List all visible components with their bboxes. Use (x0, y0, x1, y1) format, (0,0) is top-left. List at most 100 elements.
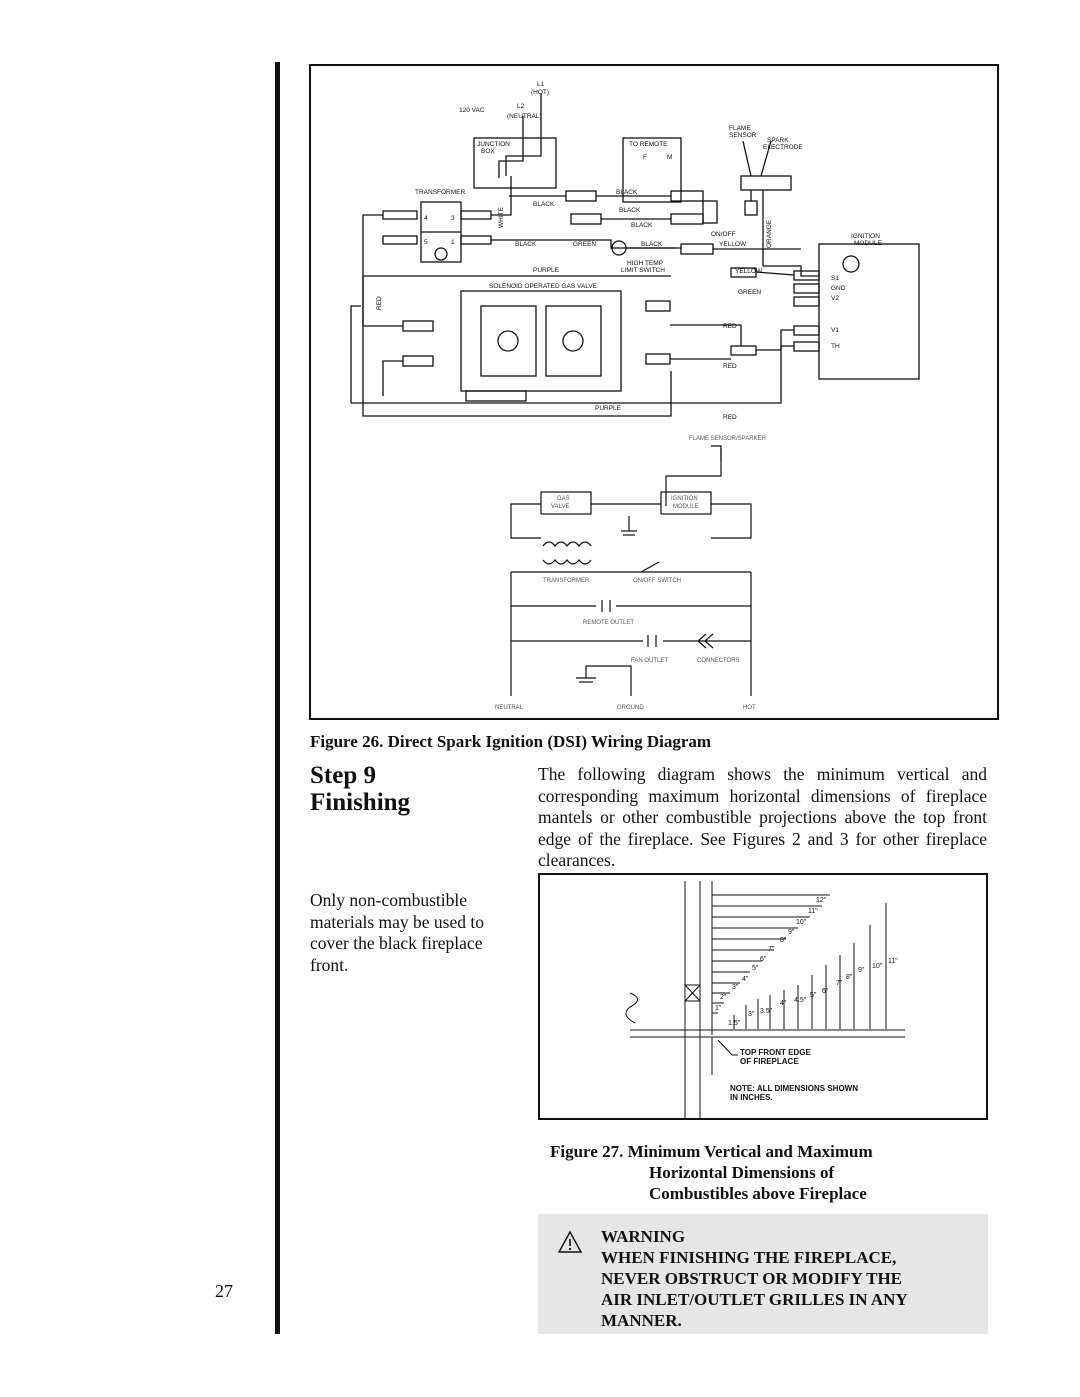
figure27-caption-line2: Horizontal Dimensions of (649, 1163, 835, 1182)
svg-text:GREEN: GREEN (738, 289, 761, 296)
svg-text:FLAME: FLAME (729, 125, 751, 132)
svg-text:L2: L2 (517, 103, 525, 110)
svg-text:JUNCTION: JUNCTION (477, 141, 510, 148)
svg-text:BLACK: BLACK (515, 241, 537, 248)
margin-rule (275, 62, 280, 1334)
svg-text:ON/OFF: ON/OFF (711, 231, 736, 238)
warning-line4: MANNER. (601, 1311, 682, 1330)
svg-text:NOTE: ALL DIMENSIONS SHOWN: NOTE: ALL DIMENSIONS SHOWN (730, 1084, 858, 1093)
svg-text:9": 9" (858, 967, 865, 974)
figure27-caption-line3: Combustibles above Fireplace (649, 1184, 867, 1203)
svg-text:120 VAC: 120 VAC (459, 107, 485, 114)
step-number: Step 9 (310, 762, 376, 789)
svg-text:(HOT): (HOT) (531, 89, 549, 96)
svg-text:BLACK: BLACK (631, 222, 653, 229)
svg-text:8": 8" (846, 974, 853, 981)
svg-text:FLAME SENSOR/SPARKER: FLAME SENSOR/SPARKER (689, 436, 767, 442)
svg-text:RED: RED (723, 414, 737, 421)
svg-text:10": 10" (872, 963, 883, 970)
svg-text:TRANSFORMER: TRANSFORMER (415, 189, 466, 196)
warning-box: WARNING WHEN FINISHING THE FIREPLACE, NE… (538, 1214, 988, 1334)
clearance-diagram-svg: 12" 11" 10" 9" 8" 7" 6" 5" 4" 3" 2" 1" 1… (625, 881, 905, 1118)
step-title: Finishing (310, 789, 411, 816)
svg-text:5": 5" (810, 992, 817, 999)
svg-text:S1: S1 (831, 275, 839, 282)
svg-text:11": 11" (808, 908, 818, 915)
svg-text:IN INCHES.: IN INCHES. (730, 1093, 773, 1102)
svg-text:9": 9" (788, 929, 795, 936)
figure27-caption-line1: Figure 27. Minimum Vertical and Maximum (550, 1142, 873, 1161)
svg-text:V1: V1 (831, 327, 839, 334)
warning-line2: NEVER OBSTRUCT OR MODIFY THE (601, 1269, 903, 1288)
svg-text:(NEUTRAL): (NEUTRAL) (507, 113, 542, 120)
wiring-diagram-figure: L1 (HOT) 120 VAC L2 (NEUTRAL) JUNCTION B… (309, 64, 999, 720)
svg-text:RED: RED (723, 323, 737, 330)
svg-text:1: 1 (451, 239, 455, 246)
svg-text:BLACK: BLACK (616, 189, 638, 196)
svg-text:MODULE: MODULE (854, 240, 882, 247)
svg-text:4": 4" (742, 976, 749, 983)
svg-text:7": 7" (836, 980, 843, 987)
svg-text:ORANGE: ORANGE (766, 219, 773, 248)
svg-text:5": 5" (752, 965, 759, 972)
svg-text:2": 2" (720, 994, 727, 1001)
svg-text:VALVE: VALVE (551, 504, 569, 510)
svg-text:5: 5 (424, 239, 428, 246)
svg-text:11": 11" (888, 958, 898, 965)
warning-line3: AIR INLET/OUTLET GRILLES IN ANY (601, 1290, 908, 1309)
svg-text:1.5": 1.5" (728, 1020, 741, 1027)
svg-text:PURPLE: PURPLE (595, 405, 622, 412)
svg-text:YELLOW: YELLOW (735, 268, 763, 275)
wiring-diagram-svg: L1 (HOT) 120 VAC L2 (NEUTRAL) JUNCTION B… (350, 81, 920, 711)
svg-text:1": 1" (715, 1005, 722, 1012)
svg-text:OF FIREPLACE: OF FIREPLACE (740, 1057, 799, 1066)
svg-text:M: M (667, 154, 672, 161)
svg-text:TO REMOTE: TO REMOTE (629, 141, 668, 148)
svg-text:GND: GND (831, 285, 846, 292)
svg-text:6": 6" (760, 956, 767, 963)
figure26-caption: Figure 26. Direct Spark Ignition (DSI) W… (310, 732, 712, 751)
svg-text:12": 12" (816, 897, 827, 904)
svg-text:7": 7" (768, 946, 775, 953)
svg-text:CONNECTORS: CONNECTORS (697, 658, 740, 664)
svg-text:HOT: HOT (743, 705, 756, 711)
svg-text:GROUND: GROUND (617, 705, 644, 711)
svg-text:3": 3" (732, 984, 739, 991)
svg-text:BLACK: BLACK (619, 207, 641, 214)
svg-text:NEUTRAL: NEUTRAL (495, 705, 524, 711)
step-intro-text: The following diagram shows the minimum … (538, 764, 987, 870)
svg-text:REMOTE OUTLET: REMOTE OUTLET (583, 620, 634, 626)
svg-text:3": 3" (748, 1011, 755, 1018)
svg-text:3.5": 3.5" (760, 1008, 773, 1015)
svg-text:IGNITION: IGNITION (851, 233, 880, 240)
svg-text:SPARK: SPARK (767, 137, 789, 144)
svg-text:LIMIT SWITCH: LIMIT SWITCH (621, 267, 665, 274)
svg-text:IGNITION: IGNITION (671, 496, 698, 502)
svg-text:6": 6" (822, 988, 829, 995)
svg-text:HIGH TEMP: HIGH TEMP (627, 260, 663, 267)
svg-text:4: 4 (424, 215, 428, 222)
warning-heading: WARNING (601, 1227, 686, 1246)
svg-text:TH: TH (831, 343, 840, 350)
warning-triangle-icon (558, 1230, 582, 1253)
svg-text:FAN OUTLET: FAN OUTLET (631, 658, 668, 664)
svg-text:3: 3 (451, 215, 455, 222)
svg-text:MODULE: MODULE (673, 504, 699, 510)
page-number: 27 (215, 1281, 233, 1301)
svg-text:L1: L1 (537, 81, 545, 88)
svg-text:4.5": 4.5" (794, 997, 807, 1004)
svg-text:ELECTRODE: ELECTRODE (763, 144, 803, 151)
svg-text:4": 4" (780, 1000, 787, 1007)
svg-text:TOP FRONT EDGE: TOP FRONT EDGE (740, 1048, 811, 1057)
clearance-diagram-figure: 12" 11" 10" 9" 8" 7" 6" 5" 4" 3" 2" 1" 1… (538, 873, 988, 1120)
svg-text:RED: RED (376, 296, 383, 310)
svg-text:GREEN: GREEN (573, 241, 596, 248)
svg-text:BOX: BOX (481, 148, 495, 155)
svg-text:V2: V2 (831, 295, 839, 302)
svg-text:SENSOR: SENSOR (729, 132, 757, 139)
svg-text:10": 10" (796, 919, 807, 926)
svg-text:SOLENOID OPERATED GAS VALVE: SOLENOID OPERATED GAS VALVE (489, 283, 598, 290)
svg-text:ON/OFF SWITCH: ON/OFF SWITCH (633, 578, 681, 584)
svg-text:PURPLE: PURPLE (533, 267, 560, 274)
svg-text:TRANSFORMER: TRANSFORMER (543, 578, 590, 584)
